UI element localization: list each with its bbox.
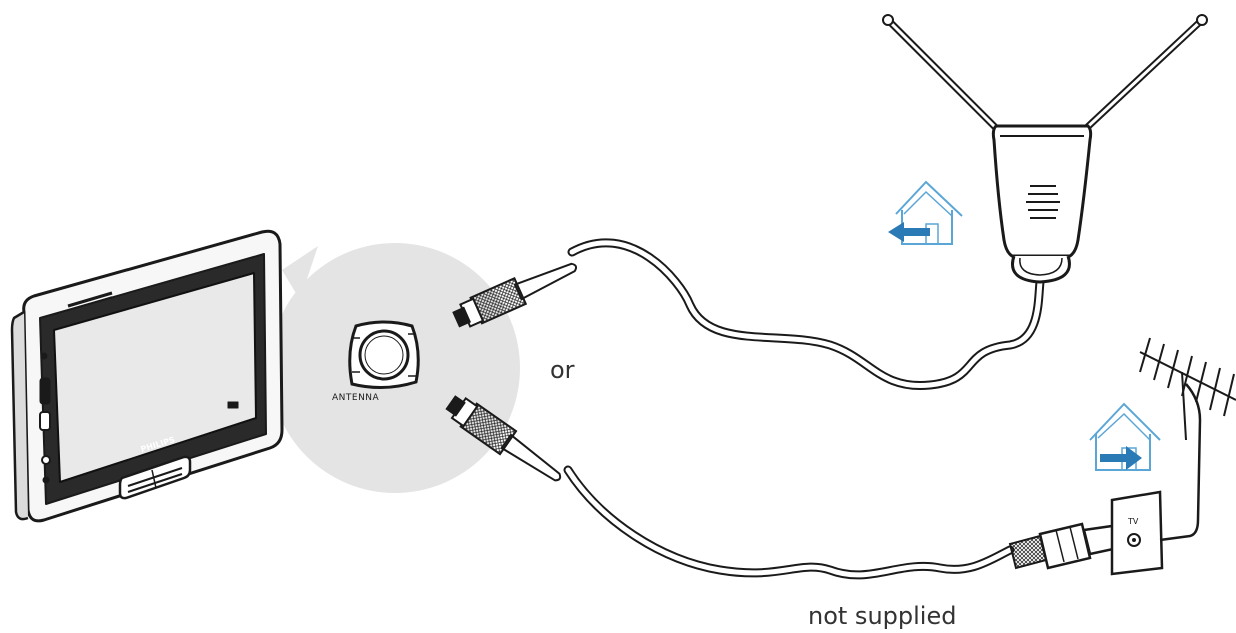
outdoor-roof-antenna — [1139, 337, 1236, 441]
wall-plug — [1008, 522, 1120, 570]
upper-coax-connector — [452, 262, 578, 328]
portable-dvd-player — [10, 229, 284, 523]
or-label: or — [550, 356, 575, 384]
not-supplied-label: not supplied — [808, 602, 956, 630]
lower-coax-connector — [445, 395, 562, 482]
indoor-antenna — [882, 14, 1208, 284]
roof-antenna-wire — [1159, 383, 1202, 542]
outdoor-antenna-cable — [563, 465, 1015, 580]
tv-wall-socket — [1110, 490, 1164, 576]
house-arrow-in-icon — [888, 180, 963, 245]
antenna-port-label: ANTENNA — [332, 393, 380, 403]
house-arrow-out-icon — [1089, 402, 1161, 471]
antenna-port — [348, 320, 420, 390]
wall-socket-label: TV — [1127, 517, 1139, 526]
